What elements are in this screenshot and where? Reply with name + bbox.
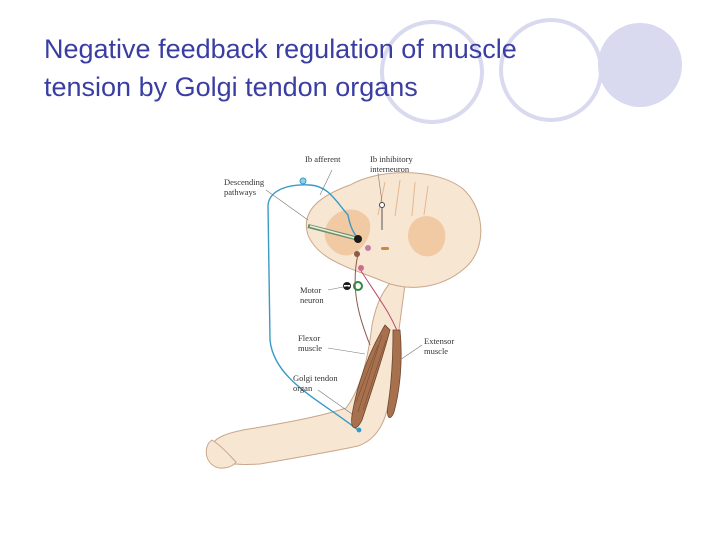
dorsal-root-ganglion — [299, 177, 307, 185]
label-flexor: Flexor — [298, 333, 320, 343]
flexor-motor-axon — [354, 253, 371, 346]
label-flexor-muscle: muscle — [298, 343, 322, 353]
excitatory-synapse-symbol — [353, 281, 363, 291]
ib-afferent-fiber — [267, 184, 359, 431]
label-ib-afferent: Ib afferent — [305, 154, 341, 164]
title-line-2: tension by Golgi tendon organs — [44, 72, 418, 102]
flexor-muscle-striations — [355, 334, 387, 413]
label-organ: organ — [293, 383, 313, 393]
synapse — [354, 235, 362, 243]
label-motor: Motor — [300, 285, 321, 295]
label-interneuron: interneuron — [370, 164, 410, 174]
gray-matter-left — [324, 209, 371, 256]
label-pathways: pathways — [224, 187, 256, 197]
gray-matter-right — [408, 216, 446, 257]
inhibitory-synapse-bar — [344, 285, 350, 287]
slide-title: Negative feedback regulation of muscle t… — [44, 30, 644, 106]
golgi-tendon-organ — [356, 427, 362, 433]
descending-pathway-core — [309, 225, 356, 239]
label-extensor-muscle: muscle — [424, 346, 448, 356]
spinal-cord — [305, 172, 482, 288]
inhibitory-interneuron — [379, 202, 385, 208]
label-extensor: Extensor — [424, 336, 454, 346]
label-neuron: neuron — [300, 295, 324, 305]
label-descending: Descending — [224, 177, 265, 187]
golgi-reflex-diagram: Ib afferent Ib inhibitory interneuron De… — [205, 154, 482, 469]
interneuron-ending — [365, 245, 371, 251]
hand — [205, 439, 237, 469]
lateral-marker — [381, 247, 389, 250]
motor-neuron-body — [354, 251, 360, 257]
title-line-1: Negative feedback regulation of muscle — [44, 34, 517, 64]
decor-circle — [380, 20, 484, 124]
decor-circle — [598, 23, 682, 107]
label-ib-inhibitory: Ib inhibitory — [370, 154, 413, 164]
label-golgi-tendon: Golgi tendon — [293, 373, 338, 383]
motor-neuron-soma — [358, 265, 364, 271]
extensor-muscle — [387, 329, 402, 419]
leader-lines — [265, 169, 423, 415]
